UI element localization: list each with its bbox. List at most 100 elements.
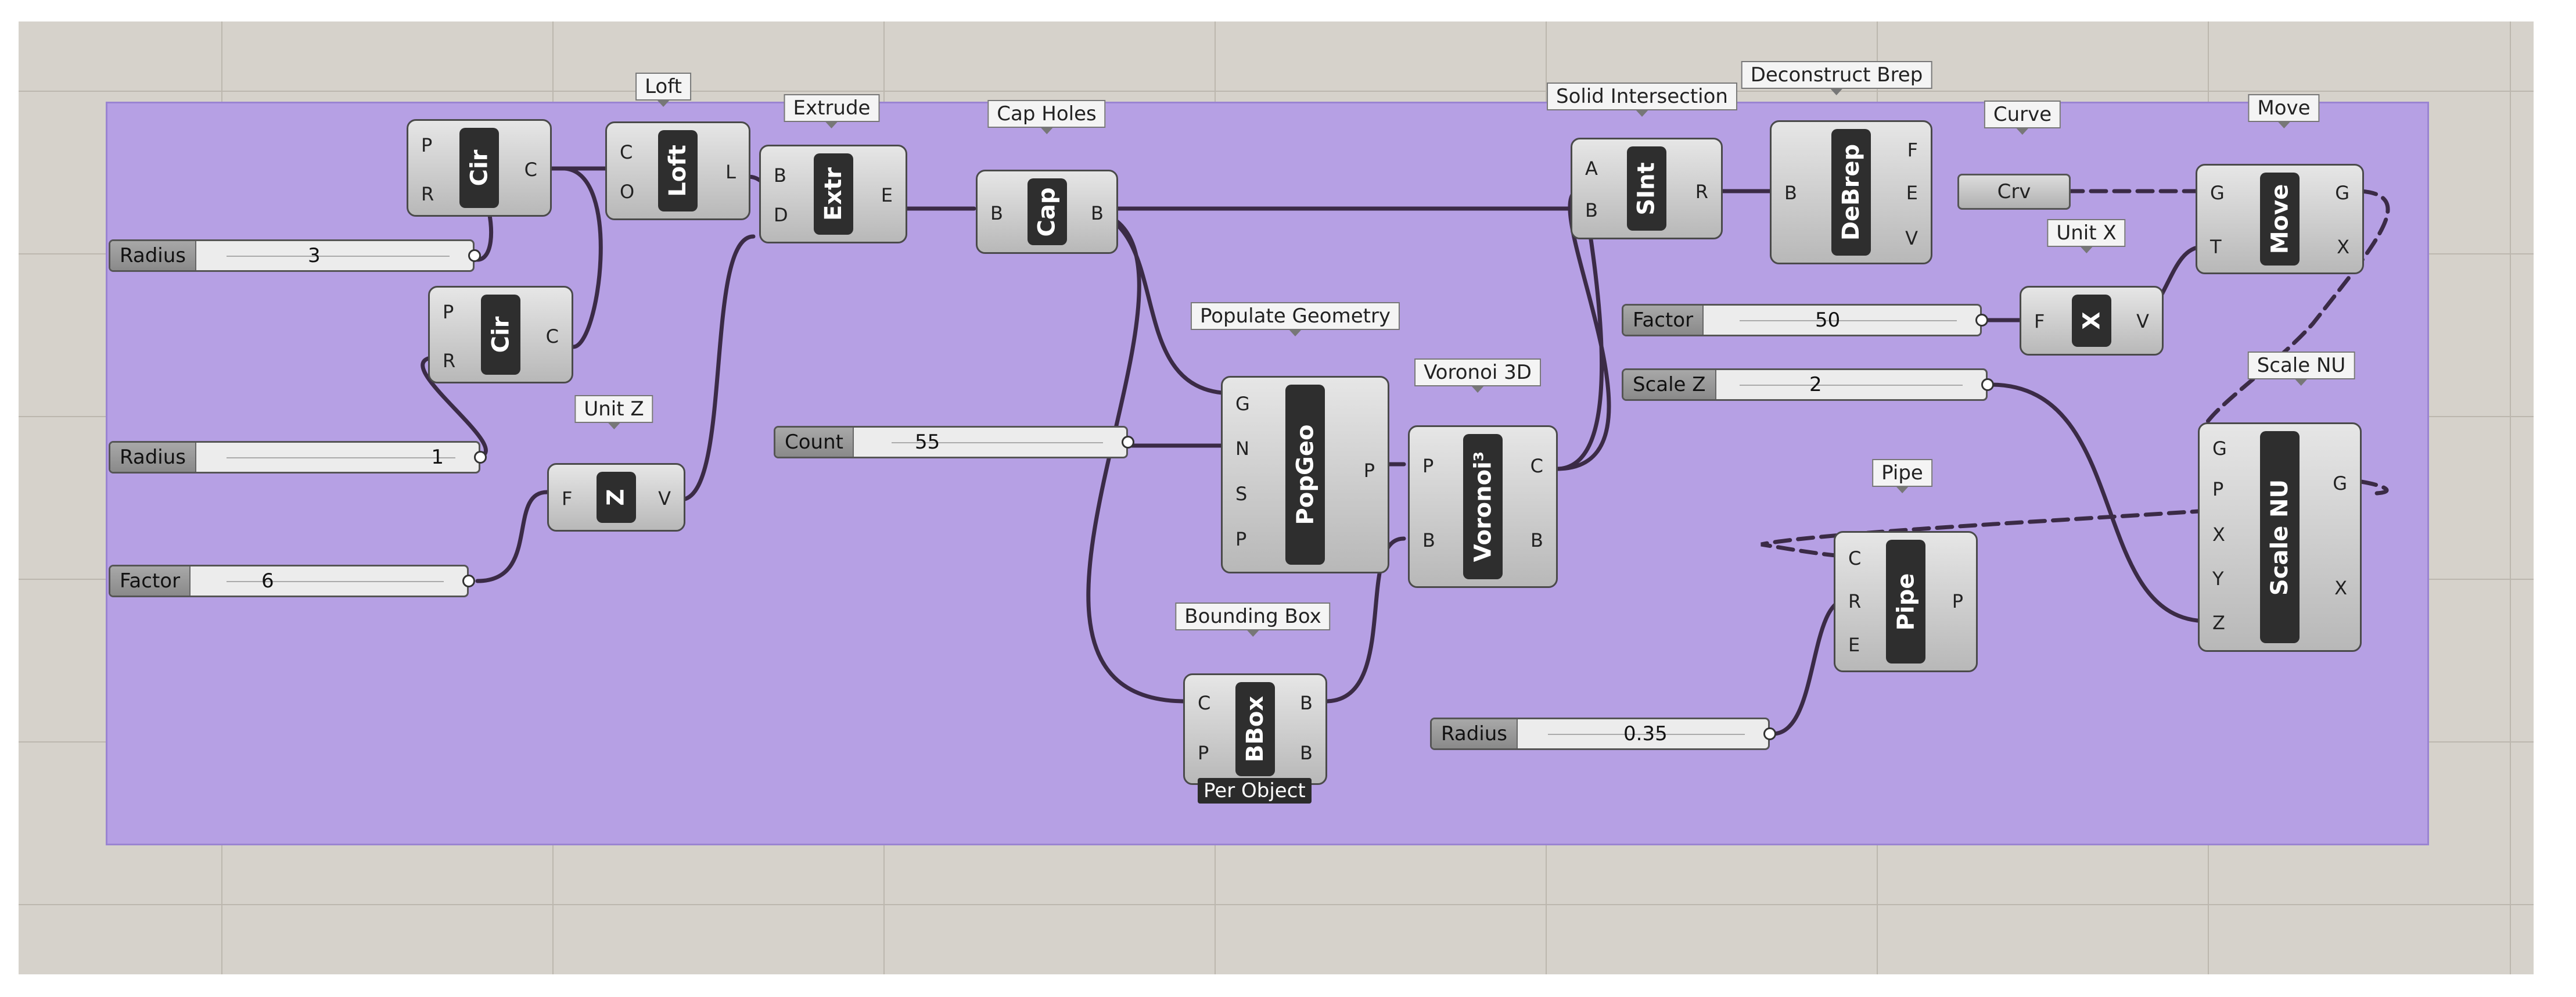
output-port[interactable]: P xyxy=(1952,590,1963,612)
output-port[interactable]: G xyxy=(2335,182,2349,204)
voronoi-3d-component[interactable]: Voronoi³ P B C B xyxy=(1408,425,1558,588)
output-pin[interactable] xyxy=(1122,436,1134,449)
deconstruct-brep-component[interactable]: DeBrep B F E V xyxy=(1770,120,1932,264)
input-port[interactable]: B xyxy=(1585,199,1598,221)
curve-label: Crv xyxy=(1997,180,2031,203)
scale-z-slider[interactable]: Scale Z 2 xyxy=(1622,368,1994,401)
pipe-component[interactable]: Pipe C R E P xyxy=(1834,531,1978,672)
output-port[interactable]: L xyxy=(725,161,736,183)
output-port[interactable]: G xyxy=(2333,472,2347,494)
output-pin[interactable] xyxy=(1763,727,1776,740)
cap-holes-component[interactable]: Cap B B xyxy=(976,170,1118,254)
circle-component-1[interactable]: Cir P R C xyxy=(407,119,552,217)
input-port[interactable]: X xyxy=(2212,523,2225,546)
input-port[interactable]: Y xyxy=(2212,568,2224,590)
radius-slider-3[interactable]: Radius 0.35 xyxy=(1430,718,1776,750)
populate-geometry-component[interactable]: PopGeo G N S P P xyxy=(1221,376,1389,573)
scale-nu-component[interactable]: Scale NU G P X Y Z G X xyxy=(2198,422,2362,652)
input-port[interactable]: F xyxy=(562,487,573,510)
pipe-tag: Pipe xyxy=(1872,459,1932,493)
input-port[interactable]: F xyxy=(2034,310,2045,332)
input-port[interactable]: P xyxy=(443,301,454,323)
output-port[interactable]: X xyxy=(2334,577,2347,599)
output-pin[interactable] xyxy=(1975,314,1988,327)
output-pin[interactable] xyxy=(474,451,487,464)
component-icon: PopGeo xyxy=(1285,385,1325,565)
input-port[interactable]: B xyxy=(774,164,786,187)
input-port[interactable]: R xyxy=(443,350,456,372)
input-port[interactable]: D xyxy=(774,204,788,226)
input-port[interactable]: E xyxy=(1848,634,1860,656)
input-port[interactable]: G xyxy=(2212,437,2227,460)
input-port[interactable]: R xyxy=(1848,590,1862,612)
input-port[interactable]: A xyxy=(1585,157,1598,180)
radius-slider-2[interactable]: Radius 1 xyxy=(109,441,487,474)
component-name: Loft xyxy=(664,145,691,197)
output-port[interactable]: B xyxy=(1530,529,1543,551)
input-port[interactable]: P xyxy=(421,134,433,156)
slider-value: 55 xyxy=(915,431,940,454)
unit-z-component[interactable]: Z F V xyxy=(547,463,685,532)
input-port[interactable]: B xyxy=(990,202,1003,224)
input-port[interactable]: G xyxy=(2210,182,2225,204)
input-port[interactable]: N xyxy=(1235,437,1249,460)
factor-slider-1[interactable]: Factor 6 xyxy=(109,565,475,597)
output-port[interactable]: V xyxy=(2136,310,2149,332)
circle-component-2[interactable]: Cir P R C xyxy=(428,286,573,383)
input-port[interactable]: P xyxy=(1235,528,1247,550)
radius-slider-1[interactable]: Radius 3 xyxy=(109,239,481,272)
output-port[interactable]: P xyxy=(1363,460,1375,482)
input-port[interactable]: T xyxy=(2210,236,2222,258)
output-port[interactable]: R xyxy=(1695,181,1708,203)
curve-tag: Curve xyxy=(1984,101,2061,135)
input-port[interactable]: C xyxy=(620,141,633,163)
slider-value: 0.35 xyxy=(1623,722,1668,745)
bounding-box-component[interactable]: BBox C P B B xyxy=(1183,673,1327,785)
input-port[interactable]: B xyxy=(1784,182,1797,204)
component-name: SInt xyxy=(1633,162,1661,216)
output-port[interactable]: B xyxy=(1300,692,1313,714)
output-port[interactable]: C xyxy=(1530,455,1543,477)
output-port[interactable]: B xyxy=(1091,202,1104,224)
input-port[interactable]: O xyxy=(620,181,635,203)
input-port[interactable]: Z xyxy=(2212,612,2225,634)
input-port[interactable]: S xyxy=(1235,483,1248,505)
output-pin[interactable] xyxy=(1981,378,1994,391)
input-port[interactable]: P xyxy=(2212,478,2224,500)
output-port[interactable]: C xyxy=(545,325,559,347)
loft-component[interactable]: Loft C O L xyxy=(605,121,750,220)
output-port[interactable]: F xyxy=(1907,139,1918,161)
component-icon: Voronoi³ xyxy=(1463,434,1503,579)
component-icon: DeBrep xyxy=(1831,129,1871,256)
move-component[interactable]: Move G T G X xyxy=(2196,164,2364,274)
count-slider[interactable]: Count 55 xyxy=(774,426,1134,458)
output-port[interactable]: B xyxy=(1300,742,1313,764)
curve-parameter[interactable]: Crv xyxy=(1957,174,2071,210)
solid-intersection-component[interactable]: SInt A B R xyxy=(1571,138,1723,239)
component-name: BBox xyxy=(1242,695,1269,763)
grasshopper-canvas[interactable]: Radius 3 Radius 1 Factor 6 Count 55 Fact… xyxy=(19,21,2534,974)
output-port[interactable]: X xyxy=(2337,236,2349,258)
unit-x-component[interactable]: X F V xyxy=(2020,286,2164,356)
input-port[interactable]: C xyxy=(1198,692,1211,714)
voronoi-3d-tag: Voronoi 3D xyxy=(1414,358,1541,393)
output-port[interactable]: V xyxy=(1905,227,1918,249)
slider-label: Count xyxy=(775,428,854,457)
output-pin[interactable] xyxy=(468,249,481,262)
input-port[interactable]: P xyxy=(1198,742,1209,764)
input-port[interactable]: G xyxy=(1235,393,1250,415)
output-port[interactable]: E xyxy=(1906,182,1918,204)
input-port[interactable]: B xyxy=(1422,529,1435,551)
output-port[interactable]: V xyxy=(658,487,671,510)
output-port[interactable]: E xyxy=(881,184,893,206)
input-port[interactable]: R xyxy=(421,183,434,205)
output-port[interactable]: C xyxy=(524,159,537,181)
extrude-tag: Extrude xyxy=(784,94,880,128)
input-port[interactable]: P xyxy=(1422,455,1434,477)
input-port[interactable]: C xyxy=(1848,547,1862,569)
factor-slider-2[interactable]: Factor 50 xyxy=(1622,304,1988,336)
slider-label: Radius xyxy=(1432,719,1518,748)
extrude-component[interactable]: Extr B D E xyxy=(759,145,907,243)
output-pin[interactable] xyxy=(462,575,475,587)
